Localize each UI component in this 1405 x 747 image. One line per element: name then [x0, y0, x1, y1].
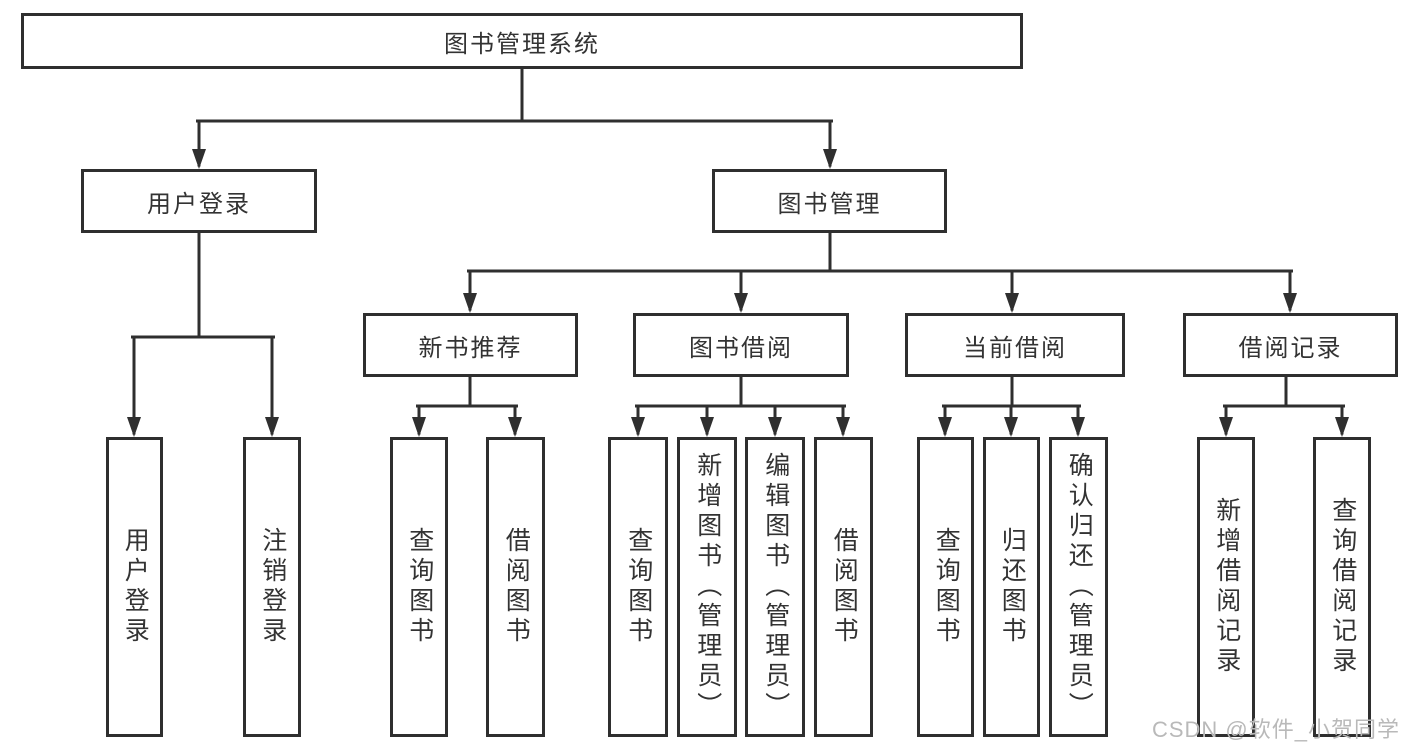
node-label: 查询借阅记录: [1328, 497, 1357, 677]
leaf-add-borrow-record: 新增借阅记录: [1197, 437, 1255, 737]
node-label: 新增借阅记录: [1212, 497, 1241, 677]
node-borrowing-records: 借阅记录: [1183, 313, 1398, 377]
node-label: 查询图书: [932, 527, 961, 647]
node-label: 图书管理: [777, 190, 882, 218]
csdn-watermark: CSDN @软件_小贺同学: [1151, 717, 1400, 742]
node-label: 新增图书（管理员）: [693, 452, 722, 722]
node-label: 借阅图书: [502, 527, 531, 647]
node-library-system: 图书管理系统: [21, 13, 1023, 69]
node-label: 新书推荐: [418, 334, 523, 362]
node-label: 用户登录: [121, 527, 150, 647]
leaf-add-book-admin: 新增图书（管理员）: [677, 437, 737, 737]
leaf-query-books-2: 查询图书: [608, 437, 668, 737]
node-label: 图书借阅: [689, 334, 793, 362]
leaf-query-books-1: 查询图书: [390, 437, 448, 737]
leaf-query-books-3: 查询图书: [917, 437, 974, 737]
leaf-borrow-books-2: 借阅图书: [814, 437, 873, 737]
node-book-management: 图书管理: [712, 169, 947, 233]
leaf-borrow-books-1: 借阅图书: [486, 437, 545, 737]
node-label: 用户登录: [147, 190, 251, 218]
leaf-edit-book-admin: 编辑图书（管理员）: [745, 437, 805, 737]
leaf-query-borrow-record: 查询借阅记录: [1313, 437, 1371, 737]
leaf-user-login: 用户登录: [106, 437, 163, 737]
node-label: 图书管理系统: [444, 30, 600, 58]
node-label: 查询图书: [624, 527, 653, 647]
node-label: 编辑图书（管理员）: [761, 452, 790, 722]
leaf-logout: 注销登录: [243, 437, 301, 737]
node-label: 查询图书: [405, 527, 434, 647]
leaf-return-book: 归还图书: [983, 437, 1040, 737]
node-label: 借阅记录: [1238, 334, 1343, 362]
node-label: 注销登录: [258, 527, 287, 647]
node-label: 当前借阅: [963, 334, 1067, 362]
node-book-borrowing: 图书借阅: [633, 313, 849, 377]
node-current-borrowing: 当前借阅: [905, 313, 1125, 377]
node-new-book-recommend: 新书推荐: [363, 313, 578, 377]
node-label: 确认归还（管理员）: [1065, 452, 1094, 722]
node-label: 借阅图书: [830, 527, 859, 647]
node-label: 归还图书: [998, 527, 1027, 647]
leaf-confirm-return-admin: 确认归还（管理员）: [1049, 437, 1108, 737]
node-user-login: 用户登录: [81, 169, 317, 233]
